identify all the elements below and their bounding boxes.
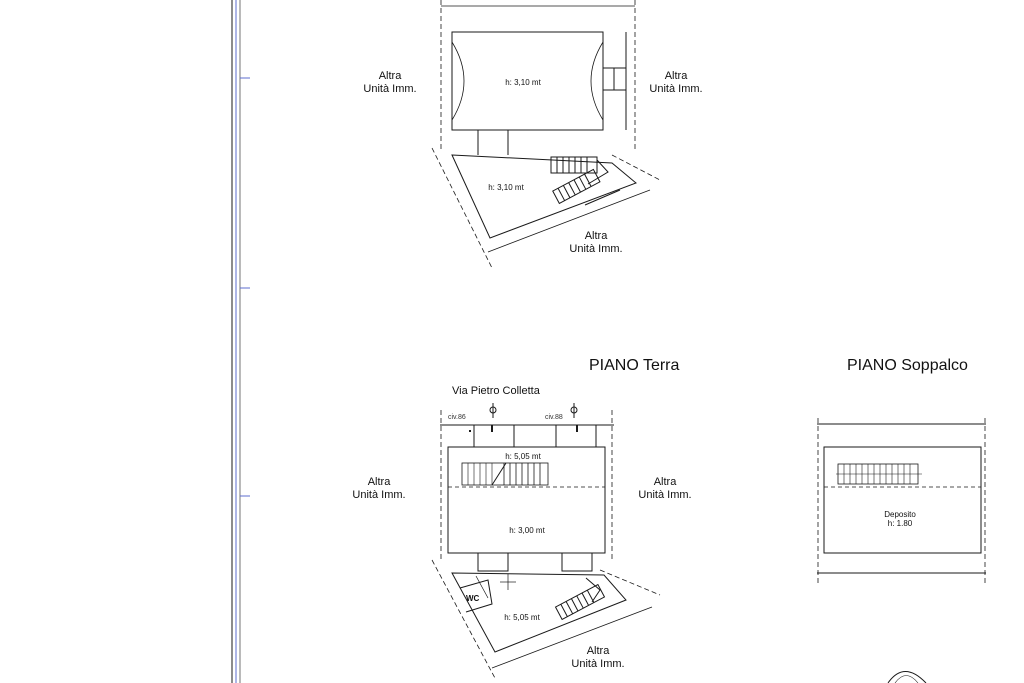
- upper-rear-height: h: 3,10 mt: [488, 183, 524, 192]
- ground-main-height: h: 3,00 mt: [509, 526, 545, 535]
- neighbor-line-1: Altra: [664, 70, 688, 82]
- neighbor-line-1: Altra: [367, 476, 391, 488]
- piano-soppalco-title: PIANO Soppalco: [847, 357, 968, 374]
- upper-stair-2: [552, 168, 601, 205]
- upper-right-neighbor-label: Altra Unità Imm.: [642, 70, 710, 96]
- sheet-margin: [231, 0, 250, 683]
- ground-floor-plan: [431, 403, 661, 681]
- ground-left-neighbor-label: Altra Unità Imm.: [344, 476, 414, 502]
- ground-rear-height: h: 5,05 mt: [504, 613, 540, 622]
- deposito-label: Deposito h: 1.80: [884, 510, 916, 528]
- deposito-name: Deposito: [884, 510, 916, 519]
- civic-number-right: civ.88: [545, 414, 563, 421]
- neighbor-line-2: Unità Imm.: [352, 489, 406, 501]
- neighbor-line-1: Altra: [378, 70, 402, 82]
- ground-main-room: [447, 446, 606, 554]
- neighbor-line-2: Unità Imm.: [363, 83, 417, 95]
- street-lamp-icon: [570, 403, 578, 418]
- upper-left-neighbor-label: Altra Unità Imm.: [358, 70, 422, 96]
- street-name: Via Pietro Colletta: [452, 385, 540, 397]
- ground-right-neighbor-label: Altra Unità Imm.: [630, 476, 700, 502]
- ground-bottom-neighbor-label: Altra Unità Imm.: [563, 645, 633, 671]
- upper-main-height: h: 3,10 mt: [505, 78, 541, 87]
- wc-label: WC: [466, 594, 480, 603]
- ground-rear-room: [451, 572, 627, 653]
- ground-top-height: h: 5,05 mt: [505, 452, 541, 461]
- neighbor-line-2: Unità Imm.: [569, 243, 623, 255]
- neighbor-line-1: Altra: [653, 476, 677, 488]
- neighbor-line-1: Altra: [586, 645, 610, 657]
- upper-floor-plan: [431, 0, 661, 269]
- wc-room: [459, 579, 493, 613]
- upper-bottom-neighbor-label: Altra Unità Imm.: [562, 230, 630, 256]
- neighbor-line-2: Unità Imm.: [571, 658, 625, 670]
- street-lamp-icon: [489, 403, 497, 418]
- neighbor-line-1: Altra: [584, 230, 608, 242]
- upper-rear-room: [451, 154, 637, 239]
- deposito-height: h: 1.80: [887, 519, 913, 528]
- ground-stair: [461, 462, 549, 486]
- north-compass-icon: [887, 671, 927, 683]
- upper-stair-1: [550, 156, 598, 174]
- neighbor-line-2: Unità Imm.: [638, 489, 692, 501]
- mezzanine-plan: [817, 418, 986, 683]
- deposito-room: [823, 446, 982, 554]
- neighbor-line-2: Unità Imm.: [649, 83, 703, 95]
- piano-terra-title: PIANO Terra: [589, 357, 680, 374]
- ground-rear-stair: [554, 583, 606, 621]
- civic-number-left: civ.86: [448, 414, 466, 421]
